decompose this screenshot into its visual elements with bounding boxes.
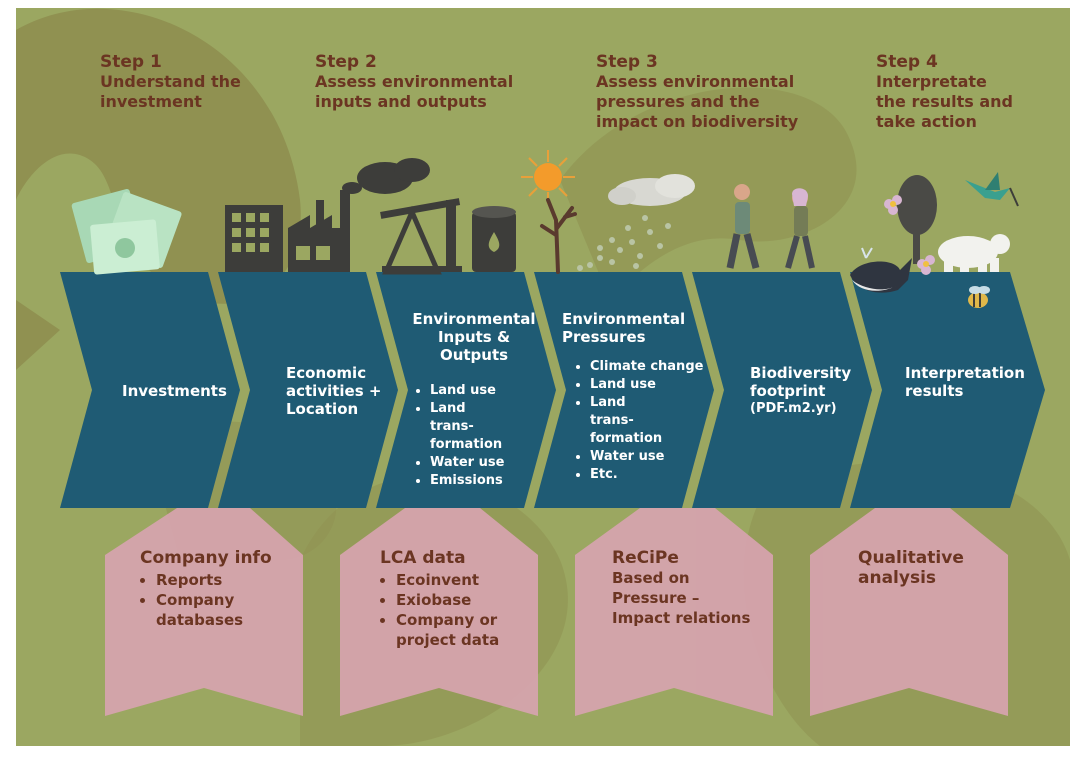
step-1: Step 1 Understand the investment	[100, 52, 241, 112]
step-1-number: Step 1	[100, 52, 162, 72]
box-2-title: LCA data	[380, 548, 466, 568]
step-1-title-line-1: Understand the	[100, 72, 241, 91]
chevron-5-label: Biodiversity footprint (PDF.m2.yr)	[750, 364, 851, 418]
bee-icon	[968, 286, 990, 308]
box-1-list: Reports Company databases	[140, 570, 300, 630]
chevron-4-item: Water use	[590, 448, 727, 466]
chevron-3-item: Land use	[430, 382, 544, 400]
chevron-row	[60, 272, 1045, 508]
box-1-item: Company databases	[156, 590, 256, 630]
box-3-title: ReCiPe	[612, 548, 679, 568]
bottom-boxes	[105, 508, 1008, 716]
chevron-4-item: Climate change	[590, 358, 727, 376]
step-2-number: Step 2	[315, 52, 377, 72]
acid-rain-cloud-icon	[577, 174, 695, 271]
step-4-title-line-3: take action	[876, 112, 977, 131]
box-4-line-1: analysis	[858, 568, 937, 588]
box-4-title: Qualitative	[858, 548, 964, 568]
box-3-label: ReCiPe Based on Pressure – Impact relati…	[612, 548, 772, 628]
box-1-title: Company info	[140, 548, 272, 568]
step-4: Step 4 Interpretate the results and take…	[876, 52, 1013, 132]
chevron-4-list: Climate change Land use Land trans-forma…	[576, 358, 727, 484]
money-bills-icon	[71, 188, 182, 275]
smoke-cloud-icon	[342, 158, 430, 194]
whale-icon	[850, 247, 912, 293]
chevron-2-title-line-2: activities +	[286, 382, 382, 400]
box-2-list: Ecoinvent Exiobase Company or project da…	[380, 570, 530, 650]
chevron-6-title-line-1: Interpretation	[905, 364, 1025, 382]
step-3: Step 3 Assess environmental pressures an…	[596, 52, 798, 132]
chevron-3-item: Emissions	[430, 472, 544, 490]
box-qualitative	[810, 508, 1008, 716]
chevron-2	[218, 272, 398, 508]
hummingbird-icon	[965, 172, 1019, 207]
sun-icon	[521, 150, 575, 204]
step-3-title-line-3: impact on biodiversity	[596, 112, 799, 131]
box-3-line-2: Pressure –	[612, 589, 700, 607]
dead-tree-icon	[540, 198, 577, 274]
chevron-2-title-line-1: Economic	[286, 364, 367, 382]
chevron-4-item: Land use	[590, 376, 727, 394]
polar-bear-icon	[938, 234, 1010, 272]
step-3-title-line-1: Assess environmental	[596, 72, 795, 91]
tree-icon	[897, 175, 937, 264]
chevron-4-title-line-2: Pressures	[562, 328, 646, 346]
chevron-2-title-line-3: Location	[286, 400, 359, 418]
step-4-title-line-2: the results and	[876, 92, 1013, 111]
chevron-5	[692, 272, 872, 508]
box-company-info	[105, 508, 303, 716]
chevron-5-title-line-1: Biodiversity	[750, 364, 852, 382]
chevron-3-title-line-2: Inputs &	[437, 328, 511, 346]
office-building-icon	[225, 205, 283, 272]
oil-pump-icon	[380, 198, 462, 275]
chevron-4-label: Environmental Pressures Climate change L…	[562, 310, 727, 484]
chevron-3-item: Land trans-formation	[430, 400, 510, 454]
chevron-6-label: Interpretation results	[905, 364, 1025, 400]
box-recipe	[575, 508, 773, 716]
box-2-item: Company or project data	[396, 610, 506, 650]
chevron-4-item: Etc.	[590, 466, 727, 484]
box-3-line-1: Based on	[612, 569, 690, 587]
step-4-number: Step 4	[876, 52, 938, 72]
step-2: Step 2 Assess environmental inputs and o…	[315, 52, 513, 112]
chevron-6-title-line-2: results	[905, 382, 964, 400]
step-2-title-line-1: Assess environmental	[315, 72, 514, 91]
chevron-4-title-line-1: Environmental	[562, 310, 686, 328]
chevron-3-title-line-3: Outputs	[439, 346, 509, 364]
chevron-6	[850, 272, 1045, 508]
step-3-title-line-2: pressures and the	[596, 92, 760, 111]
factory-icon	[288, 190, 350, 272]
flower-icon	[884, 195, 935, 275]
chevron-1-label: Investments	[122, 382, 227, 400]
box-2-label: LCA data Ecoinvent Exiobase Company or p…	[380, 548, 530, 650]
walking-woman-icon	[785, 188, 815, 269]
chevron-5-subtitle: (PDF.m2.yr)	[750, 401, 837, 416]
chevron-3	[376, 272, 556, 508]
step-2-title-line-2: inputs and outputs	[315, 92, 487, 111]
walking-man-icon	[726, 184, 760, 269]
box-1-item: Reports	[156, 570, 300, 590]
box-1-label: Company info Reports Company databases	[140, 548, 300, 630]
box-2-item: Exiobase	[396, 590, 530, 610]
box-2-item: Ecoinvent	[396, 570, 530, 590]
chevron-3-item: Water use	[430, 454, 544, 472]
chevron-4	[534, 272, 714, 508]
chevron-3-label: Environmental Inputs & Outputs Land use …	[404, 310, 544, 490]
step-3-number: Step 3	[596, 52, 658, 72]
box-4-label: Qualitative analysis	[858, 548, 1008, 588]
step-4-title-line-1: Interpretate	[876, 72, 987, 91]
oil-barrel-icon	[472, 206, 516, 272]
chevron-4-item: Land trans-formation	[590, 394, 670, 448]
chevron-3-title-line-1: Environmental	[412, 310, 536, 328]
step-1-title-line-2: investment	[100, 92, 202, 111]
chevron-3-list: Land use Land trans-formation Water use …	[416, 382, 544, 490]
box-lca-data	[340, 508, 538, 716]
chevron-5-title-line-2: footprint	[750, 382, 826, 400]
box-3-line-3: Impact relations	[612, 609, 751, 627]
chevron-1-title: Investments	[122, 382, 227, 400]
chevron-2-label: Economic activities + Location	[286, 364, 381, 418]
chevron-1	[60, 272, 240, 508]
